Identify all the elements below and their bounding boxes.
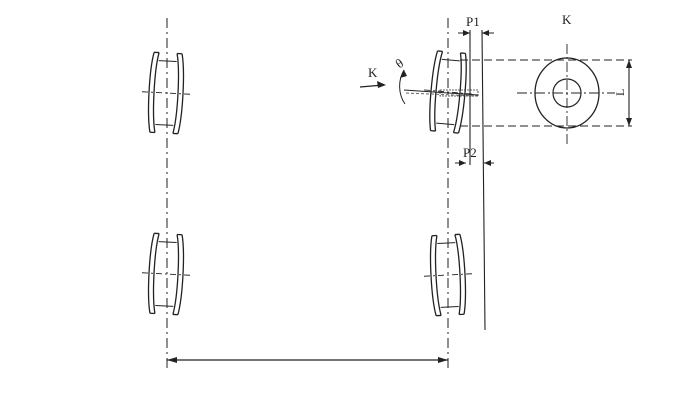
theta-label: θ — [392, 55, 406, 71]
l-label: L — [613, 89, 627, 96]
hub-axis-indicator — [403, 89, 479, 97]
reference-line-p2 — [481, 29, 486, 331]
track-width-dimension — [167, 357, 448, 363]
p1-label: P1 — [466, 14, 480, 29]
angle-arc — [399, 69, 407, 105]
wheel-rear-left — [139, 232, 193, 316]
view-arrow-label: K — [368, 65, 378, 80]
view-k-label: K — [562, 12, 572, 27]
l-dimension — [626, 60, 632, 126]
p2-label: P2 — [463, 145, 477, 160]
view-k-wheel — [517, 44, 615, 146]
p1-dimension — [458, 30, 494, 36]
wheel-front-left — [139, 51, 193, 135]
p2-dimension — [455, 160, 494, 166]
view-direction-arrow — [359, 81, 386, 88]
